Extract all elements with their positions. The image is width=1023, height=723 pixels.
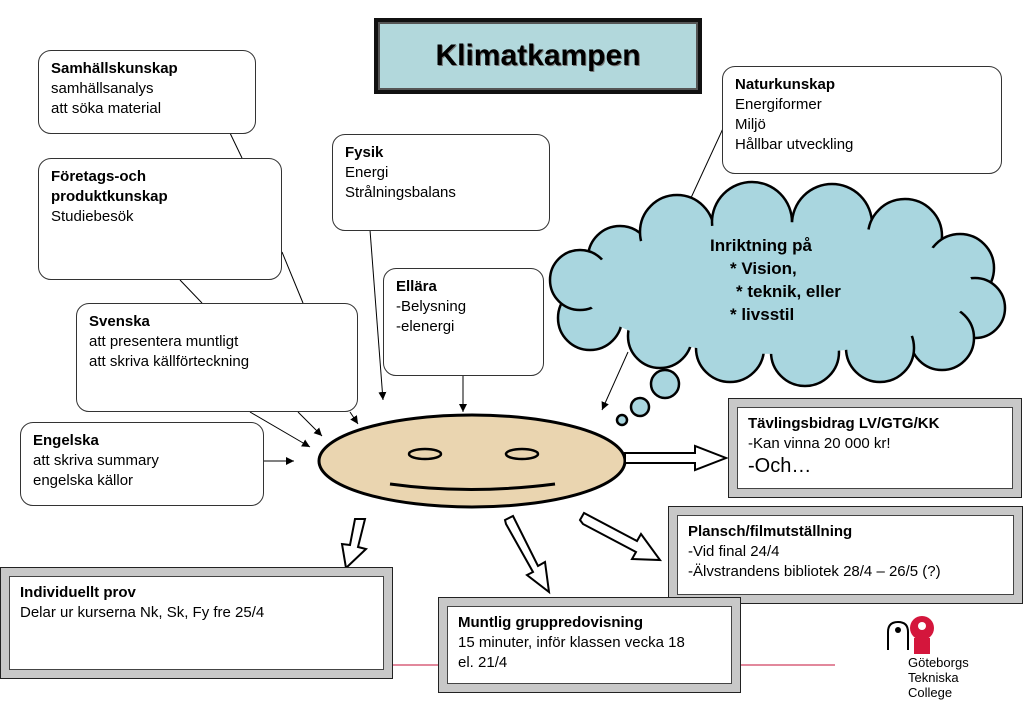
smiley-face [317, 413, 627, 509]
box-title: Tävlingsbidrag LV/GTG/KK [748, 415, 940, 432]
box-line: att skriva summary [33, 452, 159, 469]
box-title: Engelska [33, 432, 99, 449]
cloud-text: Inriktning på * Vision, * teknik, eller … [700, 234, 890, 326]
box-tavlingsbidrag: Tävlingsbidrag LV/GTG/KK -Kan vinna 20 0… [728, 398, 1022, 498]
cloud-line: * teknik, eller [736, 282, 841, 301]
box-naturkunskap: Naturkunskap Energiformer Miljö Hållbar … [722, 66, 1002, 174]
cloud-line: * livsstil [730, 305, 795, 324]
mouth [389, 482, 556, 491]
box-title: Samhällskunskap [51, 60, 178, 77]
cloud-line: Inriktning på [710, 236, 812, 255]
block-arrow-down-left [340, 518, 369, 571]
block-arrow-down-right [578, 511, 663, 562]
box-line: Hållbar utveckling [735, 136, 854, 153]
arrow-cloud [601, 351, 629, 411]
logo-line: Tekniska [908, 670, 959, 685]
box-line-large: -Och… [748, 455, 812, 477]
box-line: Studiebesök [51, 208, 134, 225]
box-title: Ellära [396, 278, 437, 295]
box-line: Miljö [735, 116, 766, 133]
box-individuellt-prov: Individuellt prov Delar ur kurserna Nk, … [0, 567, 393, 679]
box-line: engelska källor [33, 472, 134, 489]
box-title: Naturkunskap [735, 76, 836, 93]
box-line: -Vid final 24/4 [688, 543, 780, 560]
box-line: Energiformer [735, 96, 822, 113]
right-eye [504, 447, 540, 461]
box-title: Fysik [345, 144, 384, 161]
box-title: Företags-och [51, 168, 147, 185]
box-line: -Belysning [396, 298, 467, 315]
arrow-fysik [369, 229, 387, 401]
box-line: -Älvstrandens bibliotek 28/4 – 26/5 (?) [688, 563, 941, 580]
arrow-svenska-1 [249, 411, 311, 448]
box-samhallskunskap: Samhällskunskap samhällsanalys att söka … [38, 50, 256, 134]
box-line: Delar ur kurserna Nk, Sk, Fy fre 25/4 [20, 604, 265, 621]
box-title: Svenska [89, 313, 150, 330]
box-title: produktkunskap [51, 188, 168, 205]
box-line: samhällsanalys [51, 80, 154, 97]
box-line: Energi [345, 164, 389, 181]
box-ellara: Ellära -Belysning -elenergi [383, 268, 544, 376]
title-banner: Klimatkampen [374, 18, 702, 94]
thought-cloud [548, 180, 1007, 427]
box-fysik: Fysik Energi Strålningsbalans [332, 134, 550, 231]
box-line: att söka material [51, 100, 162, 117]
box-title: Muntlig gruppredovisning [458, 614, 643, 631]
box-line: att skriva källförteckning [89, 353, 250, 370]
box-line: el. 21/4 [458, 654, 508, 671]
box-line: 15 minuter, inför klassen vecka 18 [458, 634, 685, 651]
logo-line: College [908, 685, 953, 700]
logo-line: Göteborgs [908, 655, 969, 670]
block-arrow-right [624, 444, 729, 472]
block-arrow-down-center [503, 514, 551, 595]
box-line: Strålningsbalans [345, 184, 456, 201]
page-title: Klimatkampen [378, 22, 698, 90]
box-title: Individuellt prov [20, 584, 136, 601]
arrow-svenska-2 [297, 411, 323, 437]
connector-foretag-2 [179, 279, 203, 304]
box-line: -elenergi [396, 318, 455, 335]
connector-foretag [281, 251, 304, 304]
cloud-line: * Vision, [730, 259, 797, 278]
gtc-logo-icon [887, 616, 934, 654]
box-line: att presentera muntligt [89, 333, 239, 350]
box-muntlig-gruppredovisning: Muntlig gruppredovisning 15 minuter, inf… [438, 597, 741, 693]
box-engelska: Engelska att skriva summary engelska käl… [20, 422, 264, 506]
left-eye [407, 447, 443, 461]
box-title: Plansch/filmutställning [688, 523, 853, 540]
connector-samhall [229, 132, 243, 159]
box-line: -Kan vinna 20 000 kr! [748, 435, 891, 452]
arrow-svenska-3 [349, 411, 359, 425]
box-foretagskunskap: Företags-och produktkunskap Studiebesök [38, 158, 282, 280]
logo-text: Göteborgs Tekniska College [908, 655, 969, 700]
box-plansch: Plansch/filmutställning -Vid final 24/4 … [668, 506, 1023, 604]
box-svenska: Svenska att presentera muntligt att skri… [76, 303, 358, 412]
